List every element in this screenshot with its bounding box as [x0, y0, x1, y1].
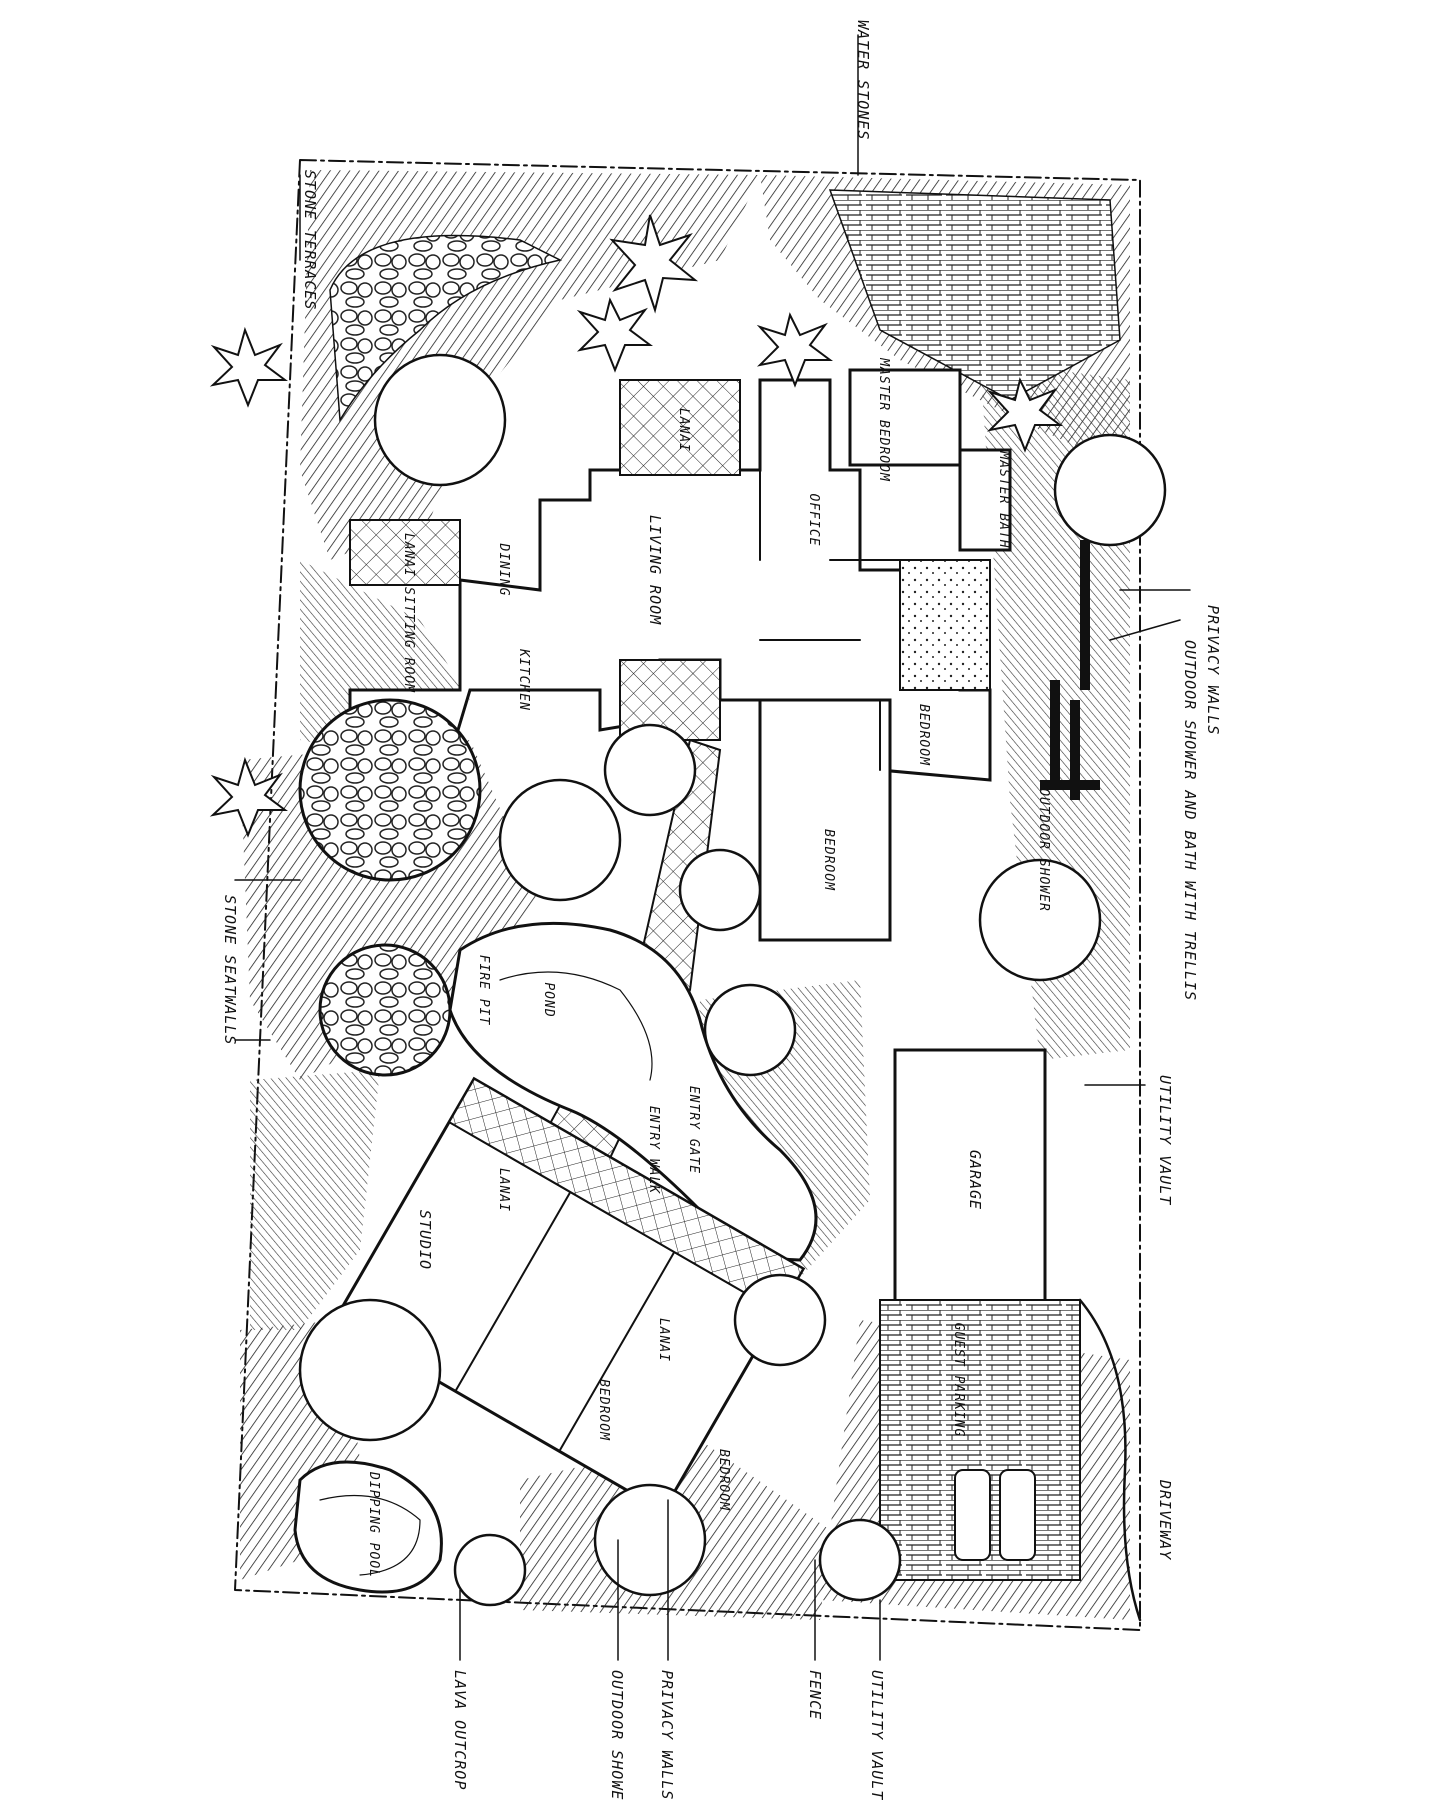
- label-kitchen: KITCHEN: [516, 648, 531, 711]
- label-entry-gate: ENTRY GATE: [686, 1086, 701, 1174]
- label-parking: GUEST PARKING: [951, 1323, 966, 1438]
- label-office: OFFICE: [806, 494, 821, 547]
- label-bedroom-2: BEDROOM: [821, 829, 836, 891]
- label-pond: POND: [541, 982, 556, 1017]
- car-1: [954, 1469, 991, 1561]
- callout-utility-vault-bottom: UTILITY VAULT: [868, 1670, 886, 1800]
- label-lanai-1: LANAI: [676, 408, 691, 452]
- privacy-walls: [1040, 540, 1100, 800]
- lanai-deck-2: [349, 519, 461, 586]
- studio-wing: [332, 1076, 806, 1514]
- lanai-deck-1: [619, 379, 741, 476]
- callout-stone-terraces: STONE TERRACES: [301, 170, 319, 310]
- label-fire-pit: FIRE PIT: [476, 955, 491, 1026]
- label-master-bedroom: MASTER BEDROOM: [876, 357, 891, 482]
- label-studio: STUDIO: [416, 1210, 434, 1270]
- label-dipping-pool: DIPPING POOL: [366, 1471, 381, 1578]
- garage: [893, 1048, 1047, 1312]
- trees: [298, 353, 1167, 1607]
- water-stones: [828, 189, 1121, 401]
- callout-fence: FENCE: [806, 1670, 824, 1720]
- label-bedroom-4: BEDROOM: [716, 1449, 731, 1511]
- stone-seatwalls: [298, 698, 482, 1077]
- callout-privacy-walls-bottom: PRIVACY WALLS: [658, 1670, 676, 1800]
- callout-water-stones: WATER STONES: [854, 20, 872, 140]
- callout-lava-outcrop: LAVA OUTCROP: [451, 1670, 469, 1790]
- callout-outdoor-shower: OUTDOOR SHOWER: [608, 1670, 626, 1800]
- label-lanai-3: LANAI: [496, 1168, 511, 1212]
- pond: [448, 921, 818, 1262]
- stone-terraces: [329, 234, 563, 423]
- label-master-bath: MASTER BATH: [996, 450, 1011, 548]
- callout-utility-vault-top: UTILITY VAULT: [1156, 1075, 1174, 1205]
- callout-outdoor-shower-bath: OUTDOOR SHOWER AND BATH WITH TRELLIS: [1181, 640, 1199, 1001]
- label-bedroom-1: BEDROOM: [916, 704, 931, 766]
- label-entry-walk: ENTRY WALK: [646, 1106, 661, 1194]
- label-lanai-2: LANAI: [401, 533, 416, 577]
- driveway-curve: [1078, 1298, 1142, 1622]
- label-sitting-room: SITTING ROOM: [401, 587, 416, 693]
- label-outdoor-shower-small: OUTDOOR SHOWER: [1036, 788, 1051, 912]
- label-dining: DINING: [496, 543, 511, 597]
- car-2: [999, 1469, 1036, 1561]
- label-lanai-4: LANAI: [656, 1318, 671, 1362]
- callout-labels: WATER STONES STONE TERRACES PRIVACY WALL…: [221, 20, 1222, 1800]
- label-garage: GARAGE: [966, 1150, 984, 1210]
- leader-lines: [234, 34, 1191, 1661]
- palm-trees: [209, 214, 1063, 838]
- callout-stone-seatwalls: STONE SEATWALLS: [221, 895, 239, 1045]
- property-line: [234, 159, 1141, 1631]
- label-living-room: LIVING ROOM: [646, 515, 664, 625]
- callout-privacy-walls: PRIVACY WALLS: [1204, 605, 1222, 735]
- callout-driveway: DRIVEWAY: [1156, 1479, 1174, 1560]
- main-house: [348, 368, 1012, 942]
- outdoor-bath-court: [899, 559, 991, 691]
- room-labels: MASTER BEDROOM MASTER BATH LANAI LANAI O…: [366, 357, 1051, 1578]
- label-bedroom-3: BEDROOM: [596, 1379, 611, 1441]
